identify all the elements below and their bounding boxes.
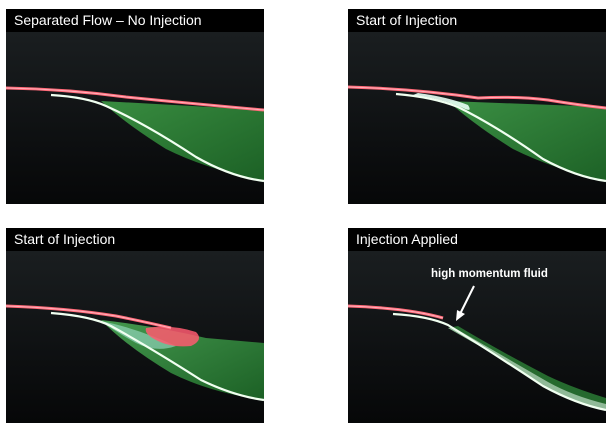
panel-caption: Start of Injection [6,228,264,251]
flow-visualization-image [6,32,264,204]
image-panel-injection-applied: Injection Applied high momentum fluid [348,228,606,423]
image-panel-separated-flow: Separated Flow – No Injection [6,9,264,204]
image-panel-start-injection-1: Start of Injection [348,9,606,204]
annotation-label: high momentum fluid [431,268,548,280]
panel-caption: Injection Applied [348,228,606,251]
flow-visualization-image [6,251,264,423]
flow-visualization-image [348,251,606,423]
image-panel-start-injection-2: Start of Injection [6,228,264,423]
panel-caption: Separated Flow – No Injection [6,9,264,32]
flow-visualization-image [348,32,606,204]
panel-caption: Start of Injection [348,9,606,32]
